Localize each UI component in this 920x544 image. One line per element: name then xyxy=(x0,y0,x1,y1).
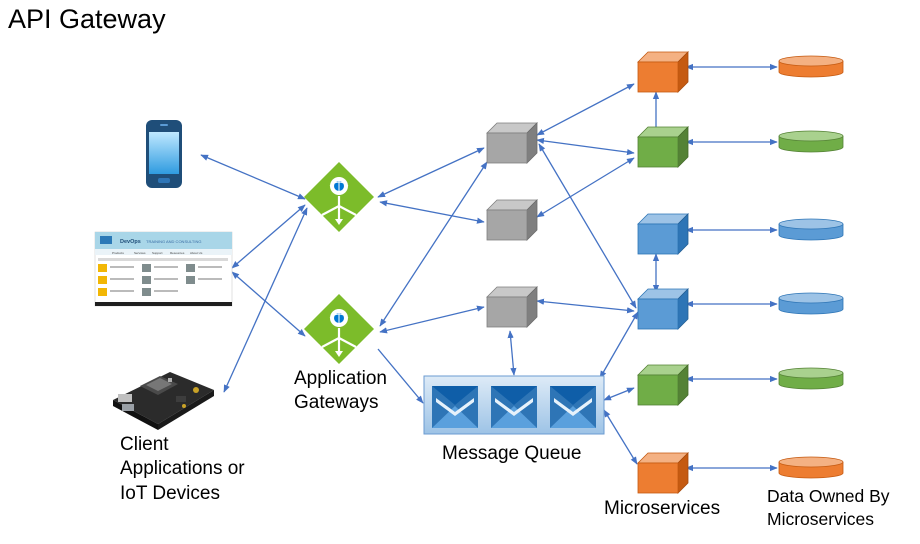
webapp-nav-1: Products xyxy=(112,251,124,255)
message-queue-label: Message Queue xyxy=(442,443,582,464)
message-queue-icon xyxy=(423,375,605,435)
arrow-gateway2-proxy3 xyxy=(379,305,485,334)
cylinder-database-icon xyxy=(778,367,844,390)
gray-cube-icon xyxy=(486,199,538,241)
webapp-brand: DevOps xyxy=(120,239,141,245)
gateways-label-line-2: Gateways xyxy=(294,392,379,414)
data-label-line-2: Microservices xyxy=(767,509,874,530)
arrow-queue-blue2 xyxy=(599,311,639,379)
arrow-gateway2-proxy1 xyxy=(379,161,488,327)
arrow-gateway1-proxy1 xyxy=(377,147,485,198)
arrow-proxy2-green1 xyxy=(536,157,635,218)
arrow-iot-gateway1 xyxy=(223,207,308,393)
cylinder-database-icon xyxy=(778,218,844,241)
arrow-phone-gateway1 xyxy=(200,154,306,200)
arrow-webapp-gateway2 xyxy=(231,271,306,337)
arrow-proxy3-queue xyxy=(507,330,517,376)
webapp-nav-5: About Us xyxy=(190,251,203,255)
cube-icon xyxy=(637,364,689,406)
cylinder-database-icon xyxy=(778,130,844,153)
cube-icon xyxy=(637,51,689,93)
arrow-gateway1-proxy2 xyxy=(379,200,485,224)
arrow-proxy1-orange1 xyxy=(536,83,635,136)
microservices-label: Microservices xyxy=(604,498,721,519)
cylinder-database-icon xyxy=(778,456,844,479)
webapp-nav-3: Support xyxy=(152,251,163,255)
arrow-proxy3-blue2 xyxy=(536,298,635,314)
gray-cube-icon xyxy=(486,286,538,328)
client-applications-label: Client Applications or IoT Devices xyxy=(120,433,245,506)
cube-icon xyxy=(637,126,689,168)
envelope-icon xyxy=(550,386,596,428)
gateways-label-line-1: Application xyxy=(294,368,387,389)
page-title: API Gateway xyxy=(8,4,166,34)
connection-arrows xyxy=(200,63,778,472)
data-owned-label: Data Owned By Microservices xyxy=(767,485,890,531)
data-label-line-1: Data Owned By xyxy=(767,486,890,506)
arrow-gateway2-queue xyxy=(377,348,424,404)
cube-icon xyxy=(637,452,689,494)
mobile-phone-icon xyxy=(146,120,182,188)
arrow-queue-green3 xyxy=(603,387,635,401)
client-label-line-2: Applications or xyxy=(120,458,245,480)
webapp-nav-4: Resources xyxy=(170,251,185,255)
application-gateways-label: Application Gateways xyxy=(294,367,387,416)
iot-board-icon xyxy=(113,372,214,430)
cylinder-database-icon xyxy=(778,55,844,78)
cube-icon xyxy=(637,288,689,330)
gray-cube-icon xyxy=(486,122,538,164)
arrow-proxy1-green1 xyxy=(536,137,635,156)
envelope-icon xyxy=(491,386,537,428)
cylinder-database-icon xyxy=(778,292,844,315)
webapp-tagline: TRAINING AND CONSULTING xyxy=(146,239,202,244)
cube-icon xyxy=(637,213,689,255)
arrow-queue-orange2 xyxy=(603,409,638,465)
client-label-line-1: Client xyxy=(120,434,169,455)
web-app-screenshot-icon: DevOps TRAINING AND CONSULTING Products … xyxy=(94,231,233,307)
arrow-proxy1-blue2 xyxy=(538,143,637,309)
webapp-nav-2: Services xyxy=(134,251,146,255)
application-gateway-icon xyxy=(304,294,374,364)
envelope-icon xyxy=(432,386,478,428)
application-gateway-icon xyxy=(304,162,374,232)
client-label-line-3: IoT Devices xyxy=(120,482,220,504)
